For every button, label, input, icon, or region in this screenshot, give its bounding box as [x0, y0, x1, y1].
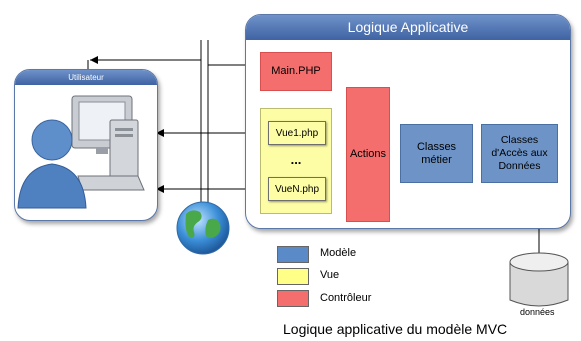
classes-acces-box: Classes d'Accès aux Données — [481, 124, 558, 183]
vue1-box: Vue1.php — [268, 121, 326, 145]
legend-swatch-controller — [277, 290, 309, 307]
vuen-box: VueN.php — [268, 177, 326, 201]
legend-swatch-model — [277, 246, 309, 263]
ellipsis-text: ... — [290, 151, 302, 167]
legend-label-model: Modèle — [320, 247, 357, 259]
actions-box: Actions — [346, 87, 390, 222]
legend-label-controller: Contrôleur — [320, 292, 372, 304]
main-php-box: Main.PHP — [260, 52, 332, 91]
legend-swatch-view — [277, 268, 309, 285]
diagram-caption: Logique applicative du modèle MVC — [283, 321, 508, 337]
classes-metier-box: Classes métier — [400, 124, 473, 183]
legend-label-view: Vue — [320, 269, 340, 281]
database-label: données — [520, 307, 555, 317]
logic-panel-title: Logique Applicative — [246, 15, 570, 40]
user-panel-title: Utilisateur — [15, 70, 157, 85]
